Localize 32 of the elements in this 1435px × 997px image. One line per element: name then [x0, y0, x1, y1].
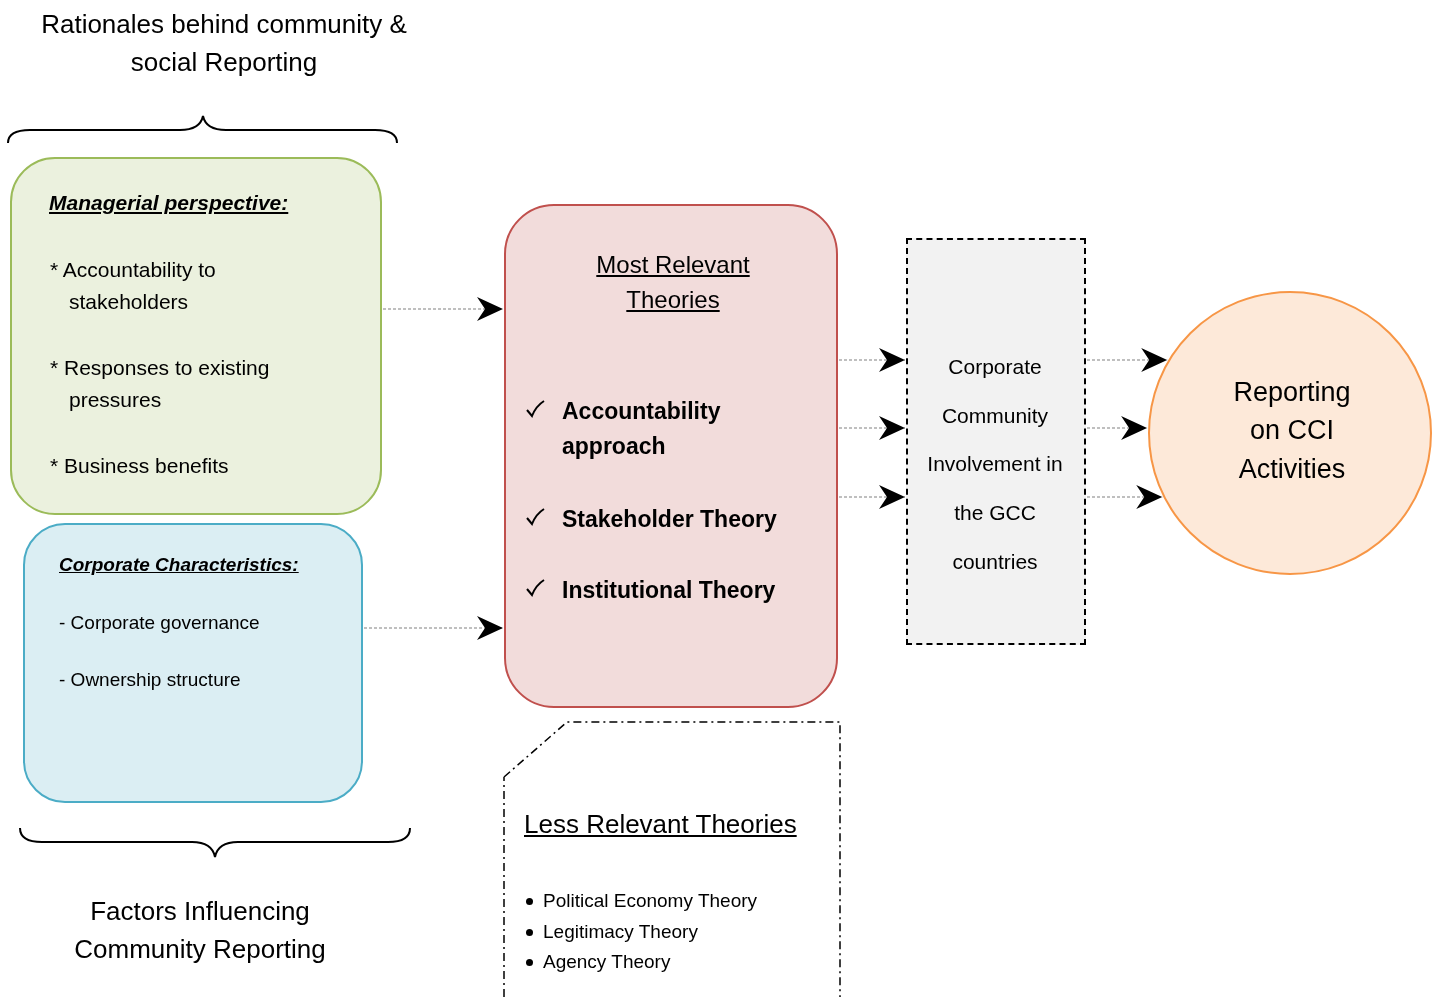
dashed-box [906, 238, 1086, 645]
list-item: Stakeholder Theory [562, 505, 778, 534]
arrow [1086, 416, 1148, 440]
node-label: Reporting on CCI Activities [1232, 376, 1352, 486]
list-item: Legitimacy Theory [543, 920, 699, 944]
annotation-text: Rationales behind community & social Reporting [40, 8, 408, 79]
node-label: Corporate Community Involvement in the GCC countries [926, 354, 1064, 575]
arrow [838, 416, 906, 440]
list-item: - Corporate governance [59, 611, 261, 635]
arrow [838, 348, 906, 372]
list-item: Accountability approach [562, 397, 722, 461]
list-item: * Accountability to stakeholders [50, 257, 217, 315]
panel-heading: Most Relevant Theories [595, 250, 751, 315]
list-item: Political Economy Theory [543, 889, 759, 913]
rounded-panel [10, 157, 382, 515]
panel-heading: Less Relevant Theories [524, 808, 798, 841]
arrow [838, 485, 906, 509]
list-item: - Ownership structure [59, 668, 242, 692]
rounded-panel [23, 523, 363, 803]
list-item: * Responses to existing pressures [50, 355, 271, 413]
arrow [363, 616, 504, 640]
arrow [1086, 348, 1168, 372]
list-item: * Business benefits [50, 453, 230, 479]
annotation-text: Factors Influencing Community Reporting [73, 895, 327, 966]
arrow [382, 297, 504, 321]
clipped-corner-panel [503, 721, 841, 997]
panel-heading: Corporate Characteristics: [59, 553, 300, 577]
list-item: Agency Theory [543, 950, 672, 974]
panel-heading: Managerial perspective: [49, 190, 290, 216]
rounded-panel [504, 204, 838, 708]
arrow [1086, 485, 1163, 509]
list-item: Institutional Theory [562, 576, 777, 605]
